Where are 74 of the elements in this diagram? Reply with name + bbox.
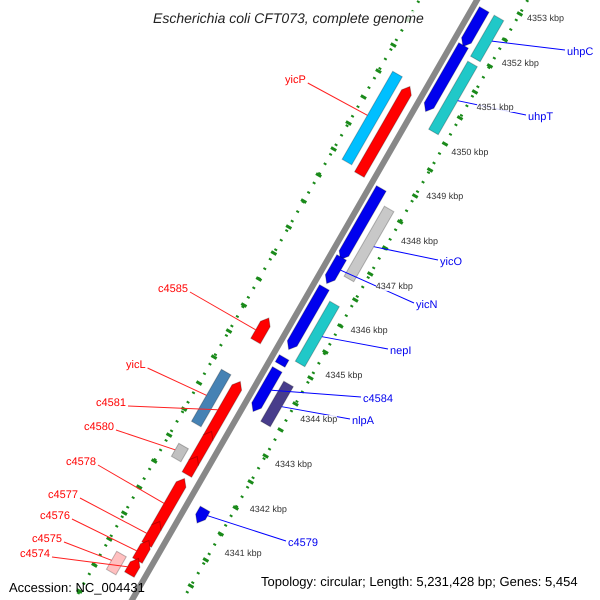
scale-label: 4343 kbp: [275, 460, 312, 469]
scale-label: 4352 kbp: [502, 58, 539, 68]
leader-line: [307, 82, 368, 116]
leader-line: [51, 556, 128, 568]
leader-line: [115, 430, 176, 450]
scale-label: 4350 kbp: [451, 148, 488, 157]
gene-label: c4585: [158, 284, 188, 295]
gene-label: c4581: [96, 398, 126, 409]
scale-label: 4348 kbp: [401, 237, 438, 246]
scale-label: 4346 kbp: [350, 326, 388, 336]
gene-block: [190, 368, 232, 428]
gene-block: [461, 6, 490, 48]
gene-block: [106, 550, 127, 576]
leader-line: [97, 464, 164, 504]
scale-label: 4349 kbp: [426, 192, 464, 202]
gene-label: c4575: [32, 534, 62, 545]
gene-label: uhpT: [528, 112, 554, 123]
gene-block: [141, 520, 162, 548]
genome-info-text: Topology: circular; Length: 5,231,428 bp; Genes: 5,454: [261, 575, 578, 588]
scale-label: 4353 kbp: [527, 14, 564, 23]
gene-label: c4577: [48, 490, 78, 501]
scale-label: 4345 kbp: [325, 370, 362, 380]
gene-block: [294, 300, 340, 368]
scale-label: 4351 kbp: [476, 103, 514, 112]
gene-label: uhpC: [567, 47, 594, 58]
gene-label: c4580: [84, 422, 114, 433]
leader-line: [322, 336, 388, 350]
gene-label: c4579: [288, 538, 318, 549]
gene-label: yicL: [126, 360, 146, 371]
gene-block: [132, 540, 151, 564]
leader-line: [127, 406, 218, 410]
gene-block: [343, 206, 395, 282]
leader-line: [63, 542, 112, 561]
scale-label: 4341 kbp: [224, 549, 262, 558]
leader-line: [207, 515, 286, 542]
scale-label: 4342 kbp: [250, 504, 287, 514]
scale-label: 4347 kbp: [376, 282, 413, 291]
gene-block: [341, 70, 403, 166]
gene-block: [150, 478, 186, 531]
gene-block: [274, 354, 290, 368]
gene-label: c4584: [363, 394, 393, 405]
leader-line: [491, 40, 566, 50]
gene-block: [124, 558, 140, 578]
gene-block: [424, 42, 469, 112]
gene-label: nlpA: [352, 416, 374, 427]
gene-block: [260, 380, 294, 428]
gene-block: [286, 284, 330, 350]
gene-block: [354, 86, 412, 178]
title: Escherichia coli CFT073, complete genome: [153, 11, 424, 25]
leader-line: [340, 270, 414, 304]
leader-line: [71, 518, 138, 552]
gene-label: c4576: [40, 511, 70, 522]
accession-text: Accession: NC_004431: [9, 581, 145, 594]
gene-block: [251, 366, 283, 412]
gene-label: yicP: [285, 75, 306, 86]
gene-label: yicO: [440, 257, 462, 268]
gene-block: [202, 380, 242, 441]
scale-label: 4344 kbp: [300, 415, 338, 424]
gene-block: [428, 60, 478, 136]
gene-block: [181, 456, 200, 478]
leader-line: [79, 498, 148, 534]
gene-label: c4578: [66, 457, 96, 468]
leader-line: [373, 246, 438, 260]
gene-block: [195, 506, 211, 524]
gene-label: nepI: [390, 346, 412, 357]
leader-line: [189, 292, 256, 330]
gene-label: yicN: [416, 300, 438, 311]
gene-block: [324, 254, 348, 284]
gene-block: [338, 185, 387, 260]
gene-block: [250, 317, 271, 344]
leader-line: [147, 368, 207, 396]
gene-label: c4574: [20, 549, 50, 560]
leader-line: [271, 390, 362, 398]
leader-line: [281, 406, 350, 420]
